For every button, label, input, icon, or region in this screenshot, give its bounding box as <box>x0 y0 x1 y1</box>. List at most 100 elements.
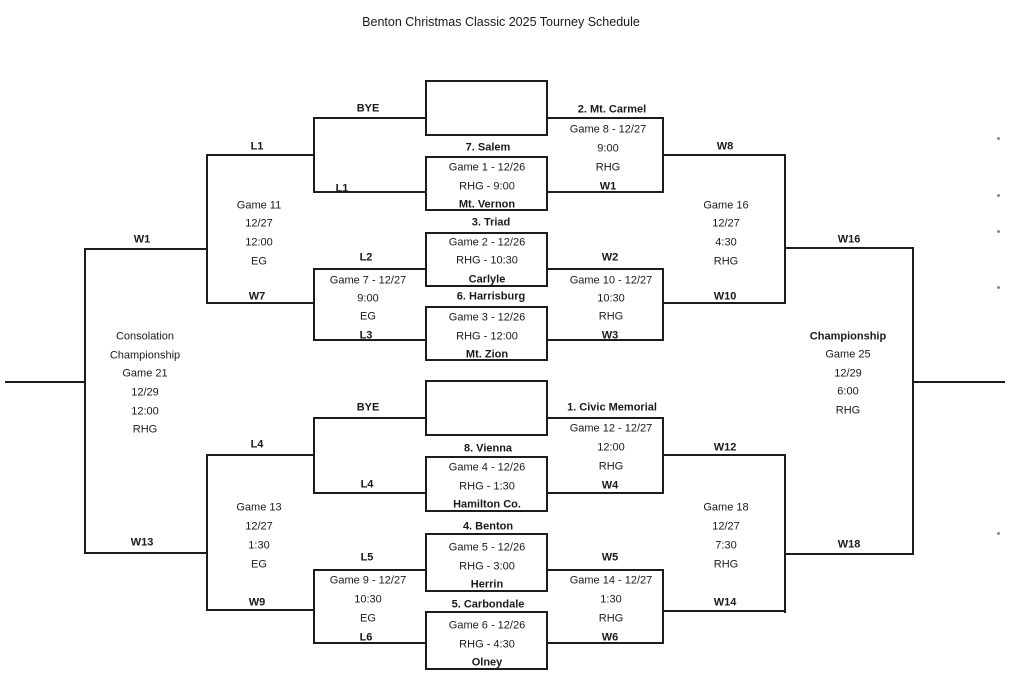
game3-box <box>425 306 548 361</box>
game2-box <box>425 232 548 287</box>
seed1-civic-memorial: 1. Civic Memorial <box>567 401 657 414</box>
bracket-vline-game7 <box>313 268 315 341</box>
game1-box <box>425 156 548 211</box>
game7-info: Game 7 - 12/27 <box>329 274 407 287</box>
game4-info: Game 4 - 12/26 <box>448 461 526 474</box>
game5-seed-team: 4. Benton <box>462 520 514 533</box>
game4-seed-team: 8. Vienna <box>463 442 513 455</box>
bracket-line-l3 <box>314 339 425 341</box>
game16-date: 12/27 <box>712 217 740 230</box>
bracket-vline-game13 <box>206 454 208 611</box>
game18-venue: RHG <box>713 558 739 571</box>
game16-time: 4:30 <box>715 236 737 249</box>
game4-box <box>425 456 548 512</box>
game25-date: 12/29 <box>834 367 862 380</box>
game16-venue: RHG <box>713 255 739 268</box>
game6-team: Olney <box>471 656 503 669</box>
bracket-line-consolation-out <box>5 381 85 383</box>
game3-venue-time: RHG - 12:00 <box>456 330 518 343</box>
game5-info: Game 5 - 12/26 <box>448 541 526 554</box>
bracket-vline-bye-bottom <box>313 417 315 494</box>
game1-team: Mt. Vernon <box>458 198 516 211</box>
game2-seed-team: 3. Triad <box>471 216 511 229</box>
l1-feed-label: L1 <box>250 140 264 153</box>
game14-info: Game 14 - 12/27 <box>569 574 653 587</box>
game21-date: 12/29 <box>131 386 159 399</box>
l6-label: L6 <box>359 631 373 644</box>
game21-venue: RHG <box>132 423 158 436</box>
game5-team: Herrin <box>470 578 504 591</box>
bracket-line-w7 <box>207 302 314 304</box>
bracket-line-w14-out <box>663 610 785 612</box>
bracket-line-bye-bottom <box>314 417 425 419</box>
bracket-line-bye-top <box>314 117 425 119</box>
championship-title: Championship <box>809 330 887 343</box>
w6-label: W6 <box>601 631 619 644</box>
bracket-vline-game8 <box>662 117 664 193</box>
bye-top-label: BYE <box>356 102 380 115</box>
game1-info: Game 1 - 12/26 <box>448 161 526 174</box>
artifact-dot <box>997 532 1000 535</box>
l4-feed-label: L4 <box>250 438 264 451</box>
game1-seed-team: 7. Salem <box>465 141 511 154</box>
bracket-vline-game12 <box>662 417 664 494</box>
game11-date: 12/27 <box>245 217 273 230</box>
bracket-vline-game18 <box>784 454 786 613</box>
game12-info: Game 12 - 12/27 <box>569 422 653 435</box>
seed2-mt-carmel: 2. Mt. Carmel <box>577 103 647 116</box>
bye-box-bottom <box>425 380 548 436</box>
page-title: Benton Christmas Classic 2025 Tourney Sc… <box>362 14 640 29</box>
game21-time: 12:00 <box>131 405 159 418</box>
game5-venue-time: RHG - 3:00 <box>459 560 515 573</box>
w8-label: W8 <box>716 140 734 153</box>
bracket-line-w16-out <box>785 247 913 249</box>
game11-name: Game 11 <box>236 199 282 212</box>
game8-bottom-seed: W1 <box>599 180 617 193</box>
game8-venue: RHG <box>595 161 621 174</box>
bracket-line-w2 <box>548 268 663 270</box>
game13-name: Game 13 <box>236 501 282 514</box>
bracket-vline-bye-top <box>313 117 315 193</box>
game6-box <box>425 611 548 670</box>
game14-time: 1:30 <box>600 593 622 606</box>
game5-box <box>425 533 548 592</box>
bracket-vline-game9 <box>313 569 315 644</box>
bracket-line-w4 <box>548 492 663 494</box>
game18-date: 12/27 <box>712 520 740 533</box>
game13-date: 12/27 <box>245 520 273 533</box>
w16-label: W16 <box>837 233 861 246</box>
bracket-line-w8-out <box>663 154 785 156</box>
bracket-line-w12-out <box>663 454 785 456</box>
game4-team: Hamilton Co. <box>453 498 521 511</box>
bracket-line-l6 <box>314 642 425 644</box>
game12-time: 12:00 <box>597 441 625 454</box>
bracket-line-l1-feed <box>207 154 314 156</box>
bracket-vline-game25 <box>912 247 914 555</box>
game18-time: 7:30 <box>715 539 737 552</box>
w14-label: W14 <box>713 596 737 609</box>
game1-venue-time: RHG - 9:00 <box>459 180 515 193</box>
bracket-line-championship-out <box>913 381 1005 383</box>
game7-venue: EG <box>360 310 376 323</box>
game7-time: 9:00 <box>357 292 379 305</box>
l5-label: L5 <box>360 551 374 564</box>
game9-venue: EG <box>360 612 376 625</box>
game2-info: Game 2 - 12/26 <box>448 236 526 249</box>
bracket-line-w9 <box>207 609 314 611</box>
bracket-line-l5 <box>314 569 425 571</box>
game4-venue-time: RHG - 1:30 <box>459 480 515 493</box>
game3-seed-team: 6. Harrisburg <box>456 290 526 303</box>
w2-label: W2 <box>601 251 619 264</box>
w13-label: W13 <box>130 536 154 549</box>
bracket-line-w5 <box>548 569 663 571</box>
game25-name: Game 25 <box>825 348 871 361</box>
bracket-line-w13-out <box>85 552 207 554</box>
game8-info: Game 8 - 12/27 <box>569 123 647 136</box>
game21-name: Game 21 <box>122 367 168 380</box>
l2-label: L2 <box>359 251 373 264</box>
w3-label: W3 <box>601 329 619 342</box>
w10-label: W10 <box>713 290 737 303</box>
game6-seed-team: 5. Carbondale <box>451 598 525 611</box>
bracket-line-w1-out <box>85 248 207 250</box>
